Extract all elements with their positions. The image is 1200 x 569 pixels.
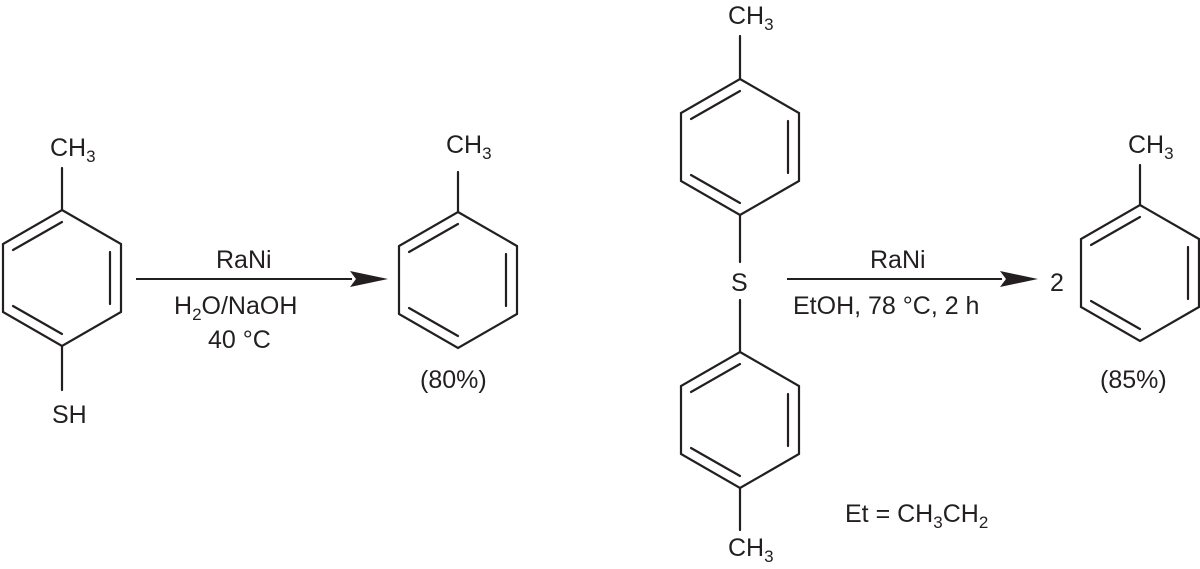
product-toluene-structure-1 (397, 170, 519, 350)
double-bond (1089, 299, 1142, 331)
double-bond (407, 306, 460, 338)
temperature-label-1: 40 °C (208, 326, 271, 354)
benzene-ring (1, 208, 123, 348)
yield-label-1: (80%) (420, 366, 487, 394)
stoichiometric-coefficient: 2 (1050, 269, 1064, 297)
double-bond (689, 173, 742, 205)
conditions-label-1: H2O/NaOH (174, 292, 297, 324)
product-methyl-label-1: CH3 (446, 131, 492, 163)
double-bond (689, 446, 742, 478)
double-bond (11, 220, 64, 252)
double-bond (407, 222, 460, 254)
benzene-ring (1079, 203, 1200, 343)
product-methyl-label-2: CH3 (1128, 131, 1174, 163)
benzene-ring (679, 350, 801, 490)
sulfide-top-methyl-label: CH3 (728, 2, 774, 34)
double-bond (689, 362, 742, 394)
double-bond (689, 89, 742, 121)
reactant-thiol-structure (1, 166, 123, 392)
sulfide-bottom-methyl-label: CH3 (728, 534, 774, 566)
reaction-arrow-2 (787, 271, 1038, 287)
benzene-ring (397, 210, 519, 350)
product-toluene-structure-2 (1079, 163, 1200, 343)
conditions-label-2: EtOH, 78 °C, 2 h (793, 292, 979, 320)
double-bond (1089, 215, 1142, 247)
benzene-ring (679, 77, 801, 217)
reagent-label-2: RaNi (870, 246, 926, 274)
thiol-label: SH (52, 401, 87, 429)
reactant-sulfide-lower-ring (679, 298, 801, 532)
reaction-arrow-1 (136, 271, 388, 287)
sulfur-label: S (731, 269, 748, 297)
reactant-sulfide-upper-ring (679, 34, 801, 264)
yield-label-2: (85%) (1100, 366, 1167, 394)
methyl-label: CH3 (50, 134, 96, 166)
ethyl-footnote: Et = CH3CH2 (845, 500, 988, 532)
reagent-label-1: RaNi (216, 246, 272, 274)
double-bond (11, 304, 64, 336)
